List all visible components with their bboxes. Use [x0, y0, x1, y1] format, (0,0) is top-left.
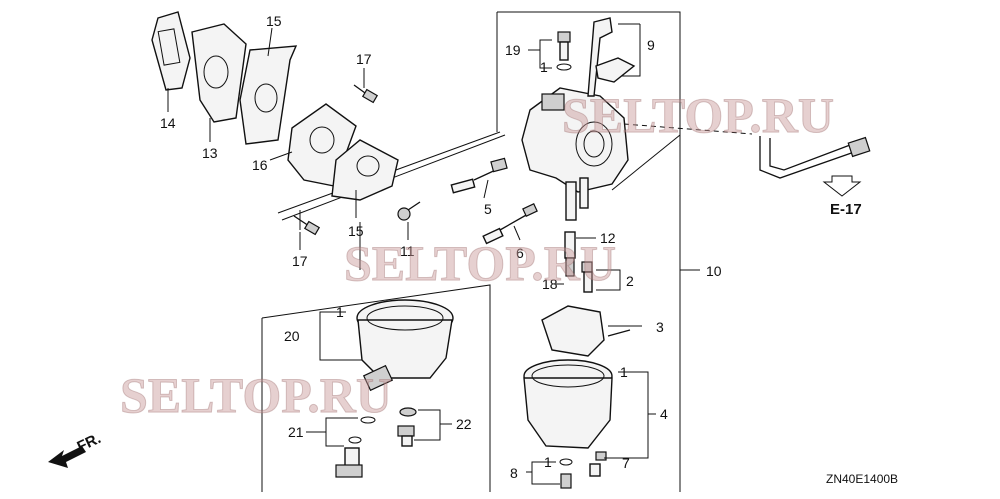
label-part-11: 11: [400, 243, 415, 259]
label-part-1c: 1: [544, 454, 552, 470]
label-part-18: 18: [542, 276, 558, 292]
bolt-7: [589, 451, 607, 477]
leader-lines: [167, 23, 700, 485]
plate-13: [191, 23, 247, 123]
label-part-17b: 17: [292, 253, 308, 269]
shield-15-upper: [239, 45, 298, 145]
drain-bolt-21: [335, 416, 376, 478]
label-part-1d: 1: [336, 304, 344, 320]
label-part-1b: 1: [620, 364, 628, 380]
fuel-pipe: [623, 123, 871, 179]
label-part-20: 20: [284, 328, 300, 344]
label-part-6: 6: [516, 245, 524, 261]
screw-11: [397, 201, 421, 221]
watermark-1: SELTOP.RU: [562, 87, 834, 143]
label-part-14: 14: [160, 115, 176, 131]
gasket-15-lower: [331, 139, 399, 201]
label-part-4: 4: [660, 406, 668, 422]
watermark-3: SELTOP.RU: [120, 367, 392, 423]
label-part-22: 22: [456, 416, 472, 432]
watermark-2: SELTOP.RU: [344, 235, 616, 291]
screw-5: [450, 157, 508, 194]
bolt-8: [559, 458, 573, 489]
label-part-15a: 15: [266, 13, 282, 29]
label-part-2: 2: [626, 273, 634, 289]
screw-6: [482, 203, 538, 245]
label-part-7: 7: [622, 455, 630, 471]
label-part-19: 19: [505, 42, 521, 58]
front-arrow-icon: [48, 446, 86, 468]
label-part-17a: 17: [356, 51, 372, 67]
jet-12: [564, 231, 576, 277]
label-part-3: 3: [656, 319, 664, 335]
jet-2: [581, 261, 593, 293]
label-part-1a: 1: [540, 59, 548, 75]
gasket-14: [151, 11, 191, 91]
label-part-9: 9: [647, 37, 655, 53]
bolt-17-lower: [293, 215, 321, 236]
label-part-8: 8: [510, 465, 518, 481]
label-part-16: 16: [252, 157, 268, 173]
carburetor-body-10: [521, 87, 629, 221]
label-part-12: 12: [600, 230, 616, 246]
label-part-10: 10: [706, 263, 722, 279]
bolt-17-upper: [353, 84, 379, 104]
label-part-21: 21: [288, 424, 304, 440]
diagram-code: ZN40E1400B: [826, 472, 898, 486]
direction-label: FR.: [75, 430, 104, 456]
float-3: [541, 305, 631, 357]
reference-e17: E-17: [830, 201, 862, 218]
choke-lever-9: [587, 17, 636, 97]
label-part-5: 5: [484, 201, 492, 217]
drain-bolt-22: [397, 407, 417, 447]
arrow-down-icon: [822, 175, 862, 197]
label-part-15b: 15: [348, 223, 364, 239]
float-chamber-4: [523, 359, 613, 449]
screw-19: [556, 31, 572, 71]
label-part-13: 13: [202, 145, 218, 161]
